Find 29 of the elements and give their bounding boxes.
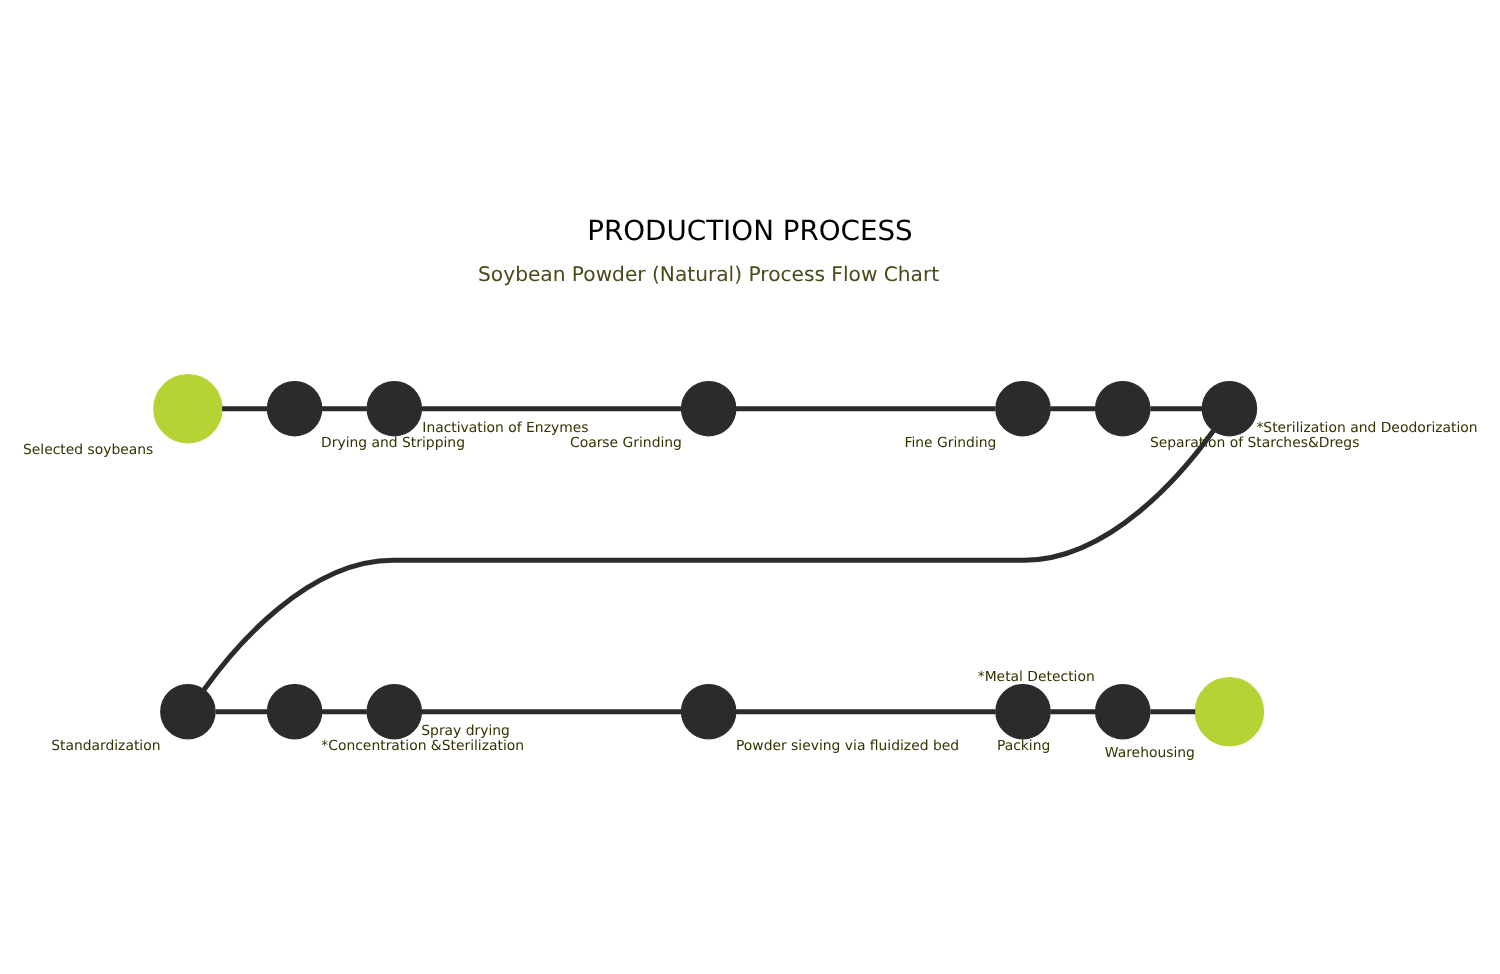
connector — [321, 406, 367, 412]
connector — [1050, 709, 1096, 715]
connector — [1150, 709, 1196, 715]
connector — [201, 429, 1216, 692]
diagram-title: PRODUCTION PROCESS — [587, 216, 913, 249]
node-circle — [995, 380, 1051, 437]
connector — [222, 406, 268, 412]
connector — [215, 709, 268, 715]
node-circle — [1201, 380, 1258, 437]
node-circle — [1194, 677, 1265, 747]
node-circle — [366, 380, 423, 437]
node-circle — [266, 380, 323, 437]
node-circle — [995, 683, 1051, 740]
label: Soybean Powder (Natural) Process Flow Chart — [478, 264, 940, 287]
node-circle — [1094, 683, 1151, 740]
node-circle — [1094, 380, 1151, 437]
node-circle — [160, 683, 216, 740]
node-circle — [153, 374, 223, 444]
node-circle — [266, 683, 323, 740]
node-circle — [680, 683, 737, 740]
node-circle — [680, 380, 737, 437]
node-circle — [366, 683, 423, 740]
connector — [735, 709, 996, 715]
connector — [421, 709, 682, 715]
connector — [1150, 406, 1203, 412]
connector — [735, 406, 996, 412]
connector — [1050, 406, 1096, 412]
connector — [321, 709, 367, 715]
connector — [421, 406, 682, 412]
